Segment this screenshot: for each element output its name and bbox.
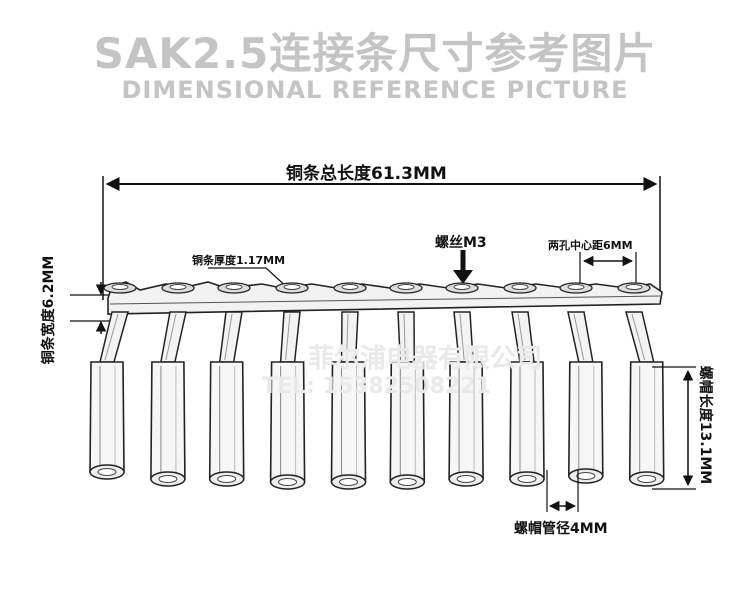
screw-label: 螺丝M3 — [435, 235, 487, 251]
watermark-company: 菲尔浦电器有限公司 — [308, 344, 543, 374]
cap-length-label: 螺帽长度13.1MM — [697, 365, 713, 485]
pin-array — [89, 282, 665, 490]
pin — [208, 282, 251, 487]
pin — [269, 282, 309, 490]
thickness-label: 铜条厚度1.17MM — [192, 254, 286, 267]
screw-arrow-head — [453, 270, 473, 284]
pin — [89, 282, 137, 480]
page-title: SAK2.5连接条尺寸参考图片 — [93, 29, 657, 78]
pin — [330, 282, 367, 490]
pin — [445, 282, 484, 487]
pin — [389, 282, 426, 490]
page-subtitle: DIMENSIONAL REFERENCE PICTURE — [121, 76, 629, 104]
pin — [150, 282, 195, 487]
pin — [617, 282, 665, 487]
width-label: 铜条宽度6.2MM — [41, 255, 57, 365]
tube-diameter-label: 螺帽管径4MM — [514, 521, 608, 537]
hole-spacing-label: 两孔中心距6MM — [548, 239, 633, 252]
watermark-tel: TEL: 15382508221 — [262, 374, 491, 399]
pin — [559, 282, 604, 484]
total-length-label: 铜条总长度61.3MM — [286, 164, 447, 184]
pin — [503, 282, 545, 487]
